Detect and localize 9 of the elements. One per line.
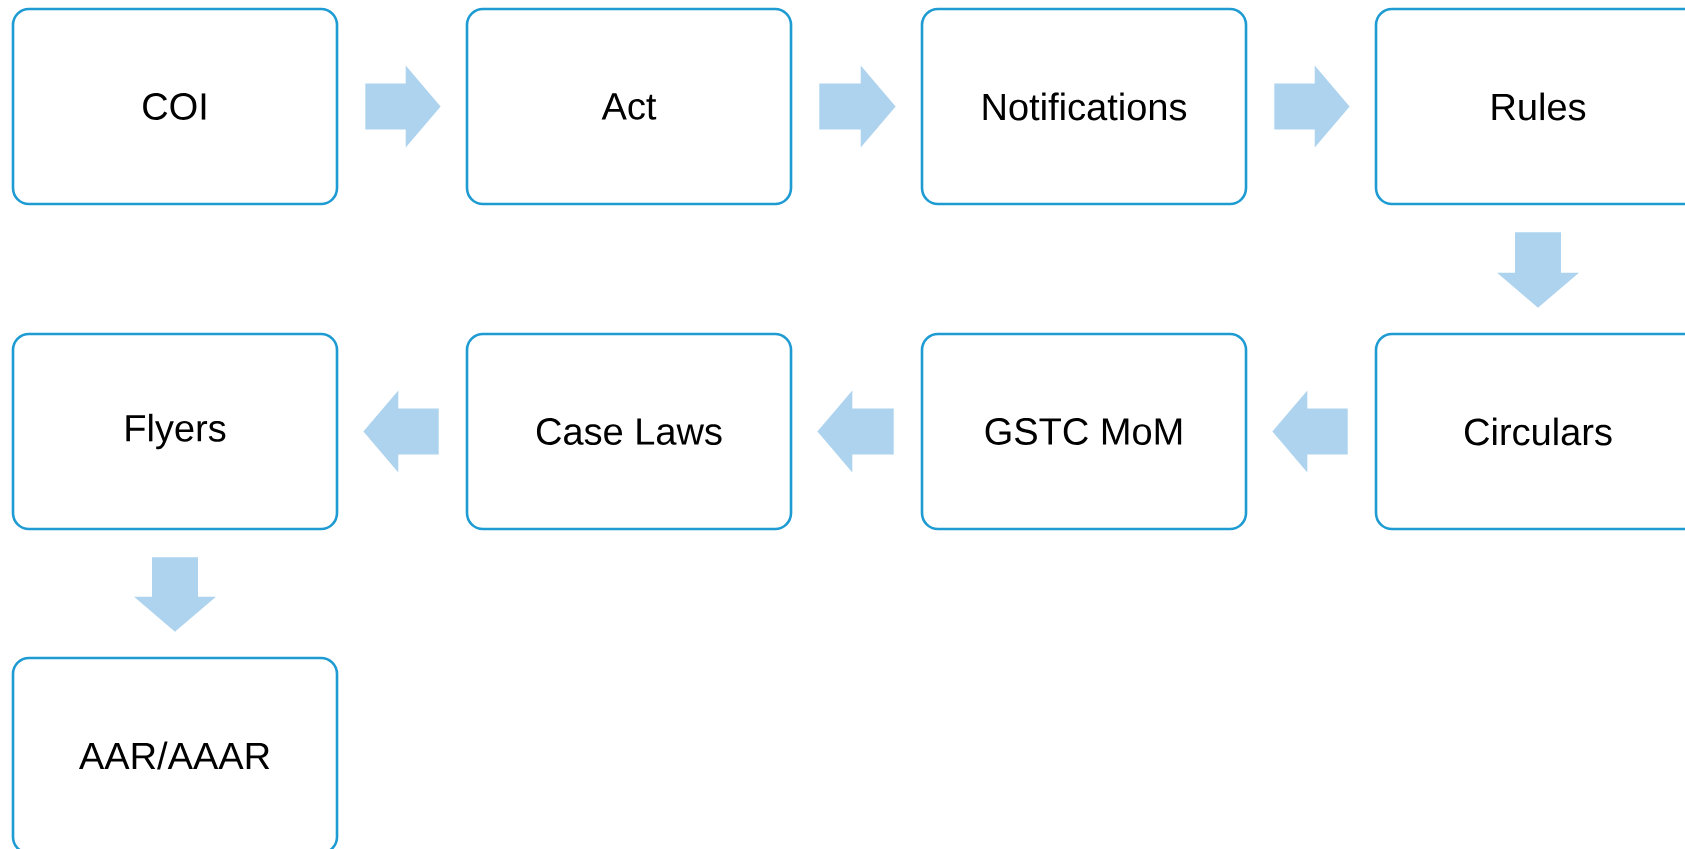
process-box: Circulars	[1374, 332, 1685, 531]
process-box: Case Laws	[465, 332, 793, 531]
process-box: Notifications	[920, 7, 1248, 206]
process-box: Rules	[1374, 7, 1685, 206]
process-box: Act	[465, 7, 793, 206]
process-box: GSTC MoM	[920, 332, 1248, 531]
process-box: Flyers	[11, 332, 339, 531]
process-box: AAR/AAAR	[11, 656, 339, 849]
process-box: COI	[11, 7, 339, 206]
